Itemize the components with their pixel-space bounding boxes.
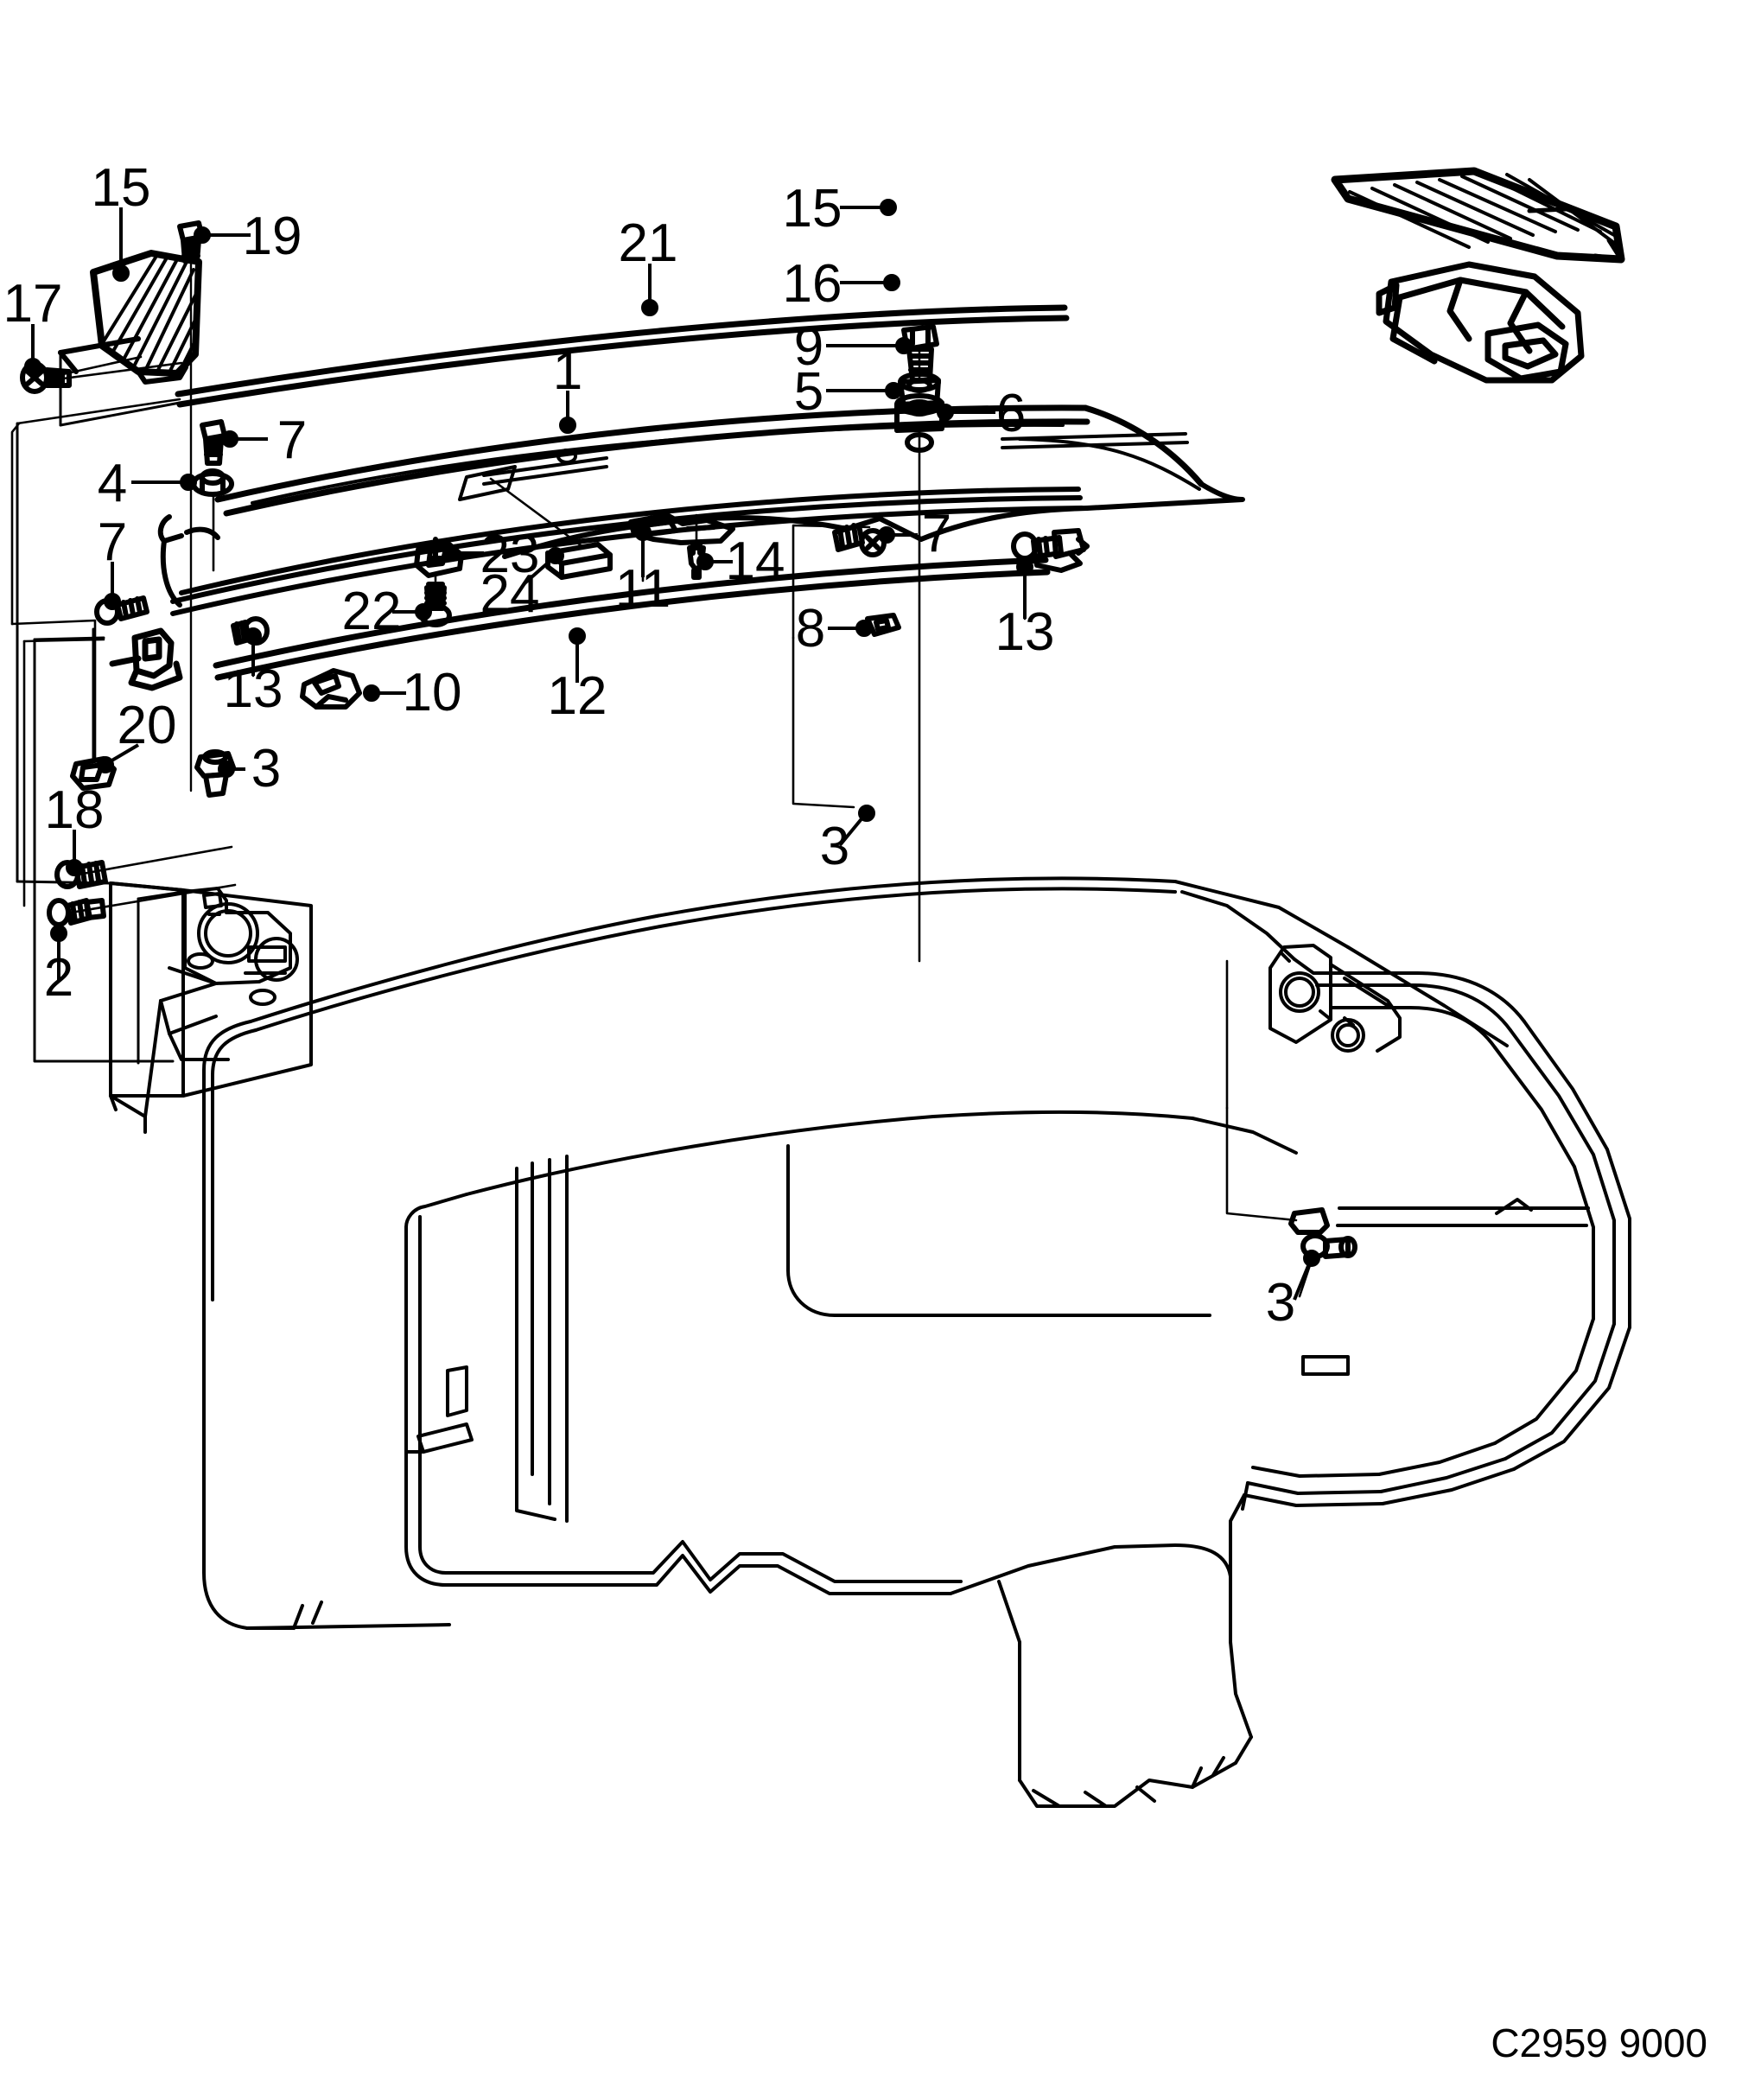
- part-12-lower-seal: [170, 487, 1084, 616]
- callout-label-15-right: 15: [783, 179, 842, 239]
- part-23-retaining-clip: [414, 537, 464, 578]
- part-8-cage-nut: [865, 613, 901, 637]
- part-21-upper-seal: [175, 304, 1070, 408]
- body-shell: [109, 876, 1631, 1808]
- callout-label-4: 4: [98, 454, 127, 513]
- callout-label-7-a: 7: [277, 410, 307, 470]
- callout-label-3-a: 3: [251, 739, 281, 799]
- callout-label-18: 18: [45, 780, 105, 840]
- part-15-left-grille-tab: [58, 336, 188, 385]
- part-10-mounting-clip-left: [109, 627, 183, 691]
- callout-label-9: 9: [794, 317, 823, 377]
- diagram-caption: C2959 9000: [1491, 2020, 1707, 2065]
- part-7c-screw: [832, 523, 887, 557]
- callout-label-6: 6: [996, 384, 1026, 443]
- callout-label-13-a: 13: [995, 602, 1055, 662]
- callout-label-20: 20: [118, 696, 177, 755]
- callout-label-19: 19: [243, 207, 302, 266]
- part-7b-screw: [94, 595, 149, 626]
- callout-label-17: 17: [3, 274, 63, 334]
- callout-label-3-b: 3: [820, 817, 849, 876]
- callout-label-10: 10: [403, 663, 462, 722]
- callout-label-1: 1: [553, 341, 582, 401]
- callout-label-5: 5: [794, 362, 823, 422]
- part-10-mounting-clip: [300, 668, 362, 710]
- part-15-left-grille: [90, 250, 202, 377]
- callout-label-3-body: 3: [1266, 1273, 1295, 1333]
- callout-label-8: 8: [796, 599, 825, 659]
- part-7a-screw: [200, 419, 227, 466]
- callout-label-7-c: 7: [922, 504, 951, 563]
- callout-label-22: 22: [342, 582, 402, 641]
- callout-label-15-left: 15: [92, 158, 151, 218]
- callout-label-13-b: 13: [224, 659, 283, 719]
- callout-label-2: 2: [44, 948, 73, 1008]
- part-4-washer-sleeve: [191, 468, 234, 497]
- callout-label-7-b: 7: [98, 512, 127, 572]
- callout-label-12: 12: [548, 666, 607, 726]
- callout-label-24: 24: [480, 564, 540, 624]
- callout-label-21: 21: [619, 213, 678, 273]
- part-16-air-duct-housing: [1376, 261, 1585, 384]
- callout-label-23: 23: [480, 525, 540, 584]
- callout-label-11: 11: [615, 559, 671, 619]
- part-3b-rubber-stop-buffer: [1288, 1207, 1330, 1235]
- callout-label-14: 14: [726, 531, 785, 591]
- callout-label-16: 16: [783, 254, 842, 314]
